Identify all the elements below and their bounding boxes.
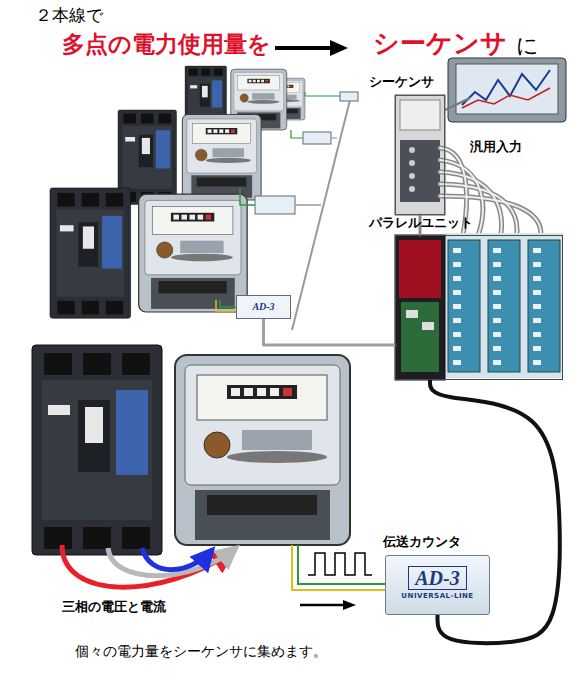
- heading-text: シーケンサ: [373, 29, 507, 59]
- caption-text: 個々の電力量をシーケンサに集めます。: [75, 643, 327, 659]
- heading-text: 多点の電力使用量を: [62, 31, 271, 57]
- counter-box: 伝送カウンタAD-3UNIVERSAL-LINE: [385, 555, 490, 615]
- parallel-unit-box: パラレルユニット: [395, 235, 563, 380]
- node-heading: 伝送カウンタ: [383, 535, 461, 550]
- edge-label: 汎用入力: [470, 140, 522, 155]
- heading-text: に: [516, 33, 539, 58]
- model-subtitle: UNIVERSAL-LINE: [401, 592, 473, 600]
- counter-box: AD-3: [236, 295, 291, 319]
- model-name: AD-3: [252, 301, 274, 313]
- model-name: AD-3: [408, 566, 466, 590]
- sequencer-box: シーケンサ: [395, 95, 445, 215]
- node-heading: シーケンサ: [369, 75, 434, 90]
- node-heading: パラレルユニット: [369, 216, 473, 231]
- signal-label: 三相の電圧と電流: [62, 600, 166, 615]
- wire-connector: [264, 319, 396, 345]
- title-text: ２本線で: [35, 6, 103, 26]
